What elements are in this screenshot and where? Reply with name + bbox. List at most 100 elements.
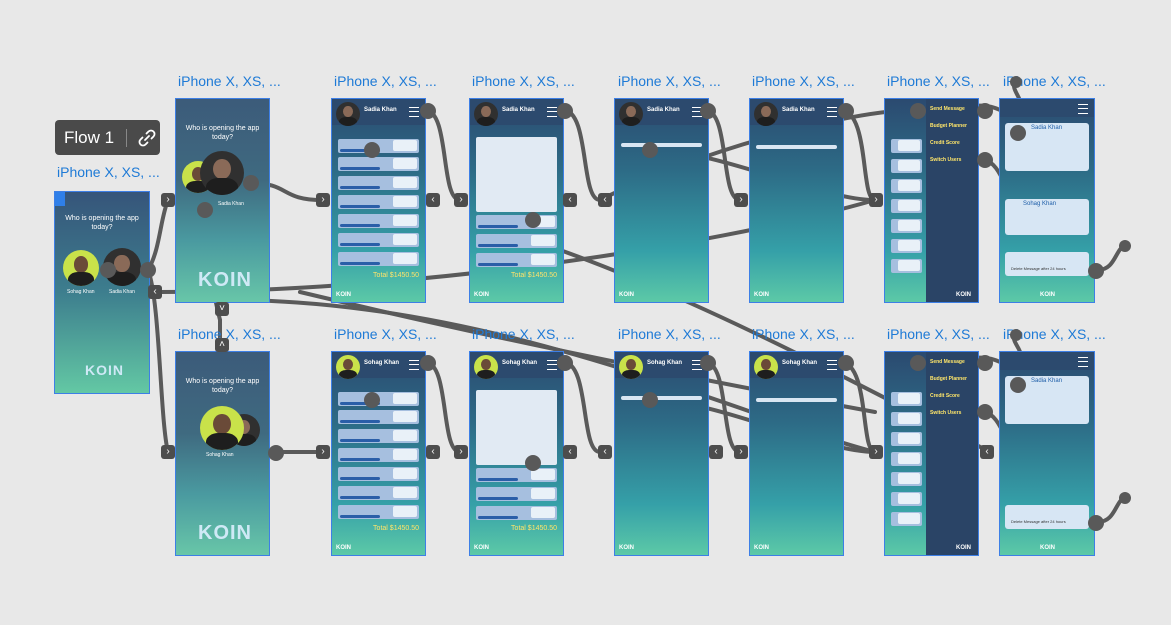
menu-item-credit-score[interactable]: Credit Score: [930, 140, 960, 146]
artboard-title[interactable]: iPhone X, XS, ...: [472, 326, 575, 342]
hotspot-handle[interactable]: [910, 103, 926, 119]
hotspot-handle[interactable]: [1010, 329, 1022, 341]
artboard-title[interactable]: iPhone X, XS, ...: [618, 326, 721, 342]
connector-chevron[interactable]: ˅: [215, 302, 229, 316]
hotspot-handle[interactable]: [525, 212, 541, 228]
artboard-credit-bottom[interactable]: Sohag Khan KOIN: [749, 351, 844, 556]
menu-item-budget-planner[interactable]: Budget Planner: [930, 123, 967, 129]
hotspot-handle[interactable]: [557, 103, 573, 119]
hotspot-handle[interactable]: [364, 392, 380, 408]
connector-chevron[interactable]: ‹: [980, 445, 994, 459]
hotspot-handle[interactable]: [1010, 76, 1022, 88]
avatar[interactable]: [336, 102, 360, 126]
avatar[interactable]: [200, 406, 244, 450]
connector-chevron[interactable]: ›: [734, 445, 748, 459]
artboard-title[interactable]: iPhone X, XS, ...: [1003, 73, 1106, 89]
hotspot-handle[interactable]: [977, 404, 993, 420]
menu-icon[interactable]: [827, 107, 837, 117]
hotspot-handle[interactable]: [268, 445, 284, 461]
connector-chevron[interactable]: ˄: [215, 338, 229, 352]
connector-chevron[interactable]: ›: [454, 445, 468, 459]
avatar[interactable]: [619, 102, 643, 126]
hotspot-handle[interactable]: [243, 175, 259, 191]
artboard-title[interactable]: iPhone X, XS, ...: [887, 326, 990, 342]
menu-item-switch-users[interactable]: Switch Users: [930, 157, 962, 163]
artboard-title[interactable]: iPhone X, XS, ...: [178, 73, 281, 89]
artboard-edit-bottom[interactable]: Sohag Khan Total $1450.50 KOIN: [469, 351, 564, 556]
artboard-menu-top[interactable]: Send Message Budget Planner Credit Score…: [884, 98, 979, 303]
hotspot-handle[interactable]: [1119, 240, 1131, 252]
menu-icon[interactable]: [547, 360, 557, 370]
artboard-title[interactable]: iPhone X, XS, ...: [752, 326, 855, 342]
artboard-select-top[interactable]: Who is opening the app today? Sadia Khan…: [175, 98, 270, 303]
hotspot-handle[interactable]: [977, 355, 993, 371]
hotspot-handle[interactable]: [642, 392, 658, 408]
menu-icon[interactable]: [692, 360, 702, 370]
avatar[interactable]: [336, 355, 360, 379]
hotspot-handle[interactable]: [1088, 263, 1104, 279]
menu-item-switch-users[interactable]: Switch Users: [930, 410, 962, 416]
connector-chevron[interactable]: ‹: [598, 193, 612, 207]
hotspot-handle[interactable]: [420, 355, 436, 371]
artboard-title[interactable]: iPhone X, XS, ...: [334, 73, 437, 89]
avatar[interactable]: [619, 355, 643, 379]
score-slider[interactable]: [756, 398, 837, 402]
connector-chevron[interactable]: ›: [869, 445, 883, 459]
hotspot-handle[interactable]: [700, 355, 716, 371]
menu-item-budget-planner[interactable]: Budget Planner: [930, 376, 967, 382]
chat-input[interactable]: Delete Message after 24 hours: [1005, 505, 1089, 529]
connector-chevron[interactable]: ›: [454, 193, 468, 207]
hotspot-handle[interactable]: [140, 262, 156, 278]
hotspot-handle[interactable]: [1088, 515, 1104, 531]
flow-chip[interactable]: Flow 1: [55, 120, 160, 155]
artboard-budget-bottom[interactable]: Sohag Khan KOIN: [614, 351, 709, 556]
hotspot-handle[interactable]: [910, 355, 926, 371]
artboard-budget-top[interactable]: Sadia Khan KOIN: [614, 98, 709, 303]
connector-chevron[interactable]: ‹: [709, 445, 723, 459]
artboard-select-bottom[interactable]: Who is opening the app today? Sohag Khan…: [175, 351, 270, 556]
connector-chevron[interactable]: ›: [869, 193, 883, 207]
link-icon[interactable]: [137, 128, 157, 148]
hotspot-handle[interactable]: [420, 103, 436, 119]
hotspot-handle[interactable]: [838, 103, 854, 119]
hotspot-handle[interactable]: [642, 142, 658, 158]
artboard-chat-top[interactable]: Sadia Khan Sohag Khan Delete Message aft…: [999, 98, 1095, 303]
avatar[interactable]: [474, 102, 498, 126]
menu-icon[interactable]: [692, 107, 702, 117]
menu-item-send-message[interactable]: Send Message: [930, 359, 965, 365]
expense-list[interactable]: [476, 390, 557, 465]
hotspot-handle[interactable]: [1119, 492, 1131, 504]
expense-list[interactable]: [476, 137, 557, 212]
budget-slider[interactable]: [621, 143, 702, 147]
hotspot-handle[interactable]: [700, 103, 716, 119]
artboard-title[interactable]: iPhone X, XS, ...: [752, 73, 855, 89]
artboard-credit-top[interactable]: Sadia Khan KOIN: [749, 98, 844, 303]
artboard-title[interactable]: iPhone X, XS, ...: [472, 73, 575, 89]
menu-icon[interactable]: [1078, 357, 1088, 367]
artboard-edit-top[interactable]: Sadia Khan Total $1450.50 KOIN: [469, 98, 564, 303]
artboard-title[interactable]: iPhone X, XS, ...: [334, 326, 437, 342]
menu-icon[interactable]: [827, 360, 837, 370]
budget-slider[interactable]: [621, 396, 702, 400]
connector-chevron[interactable]: ›: [734, 193, 748, 207]
connector-chevron[interactable]: ‹: [148, 285, 162, 299]
menu-item-credit-score[interactable]: Credit Score: [930, 393, 960, 399]
avatar[interactable]: [754, 355, 778, 379]
artboard-dashboard-top[interactable]: Sadia Khan Total $1450.50 KOIN: [331, 98, 426, 303]
connector-chevron[interactable]: ‹: [598, 445, 612, 459]
avatar[interactable]: [200, 151, 244, 195]
connector-chevron[interactable]: ›: [316, 445, 330, 459]
hotspot-handle[interactable]: [197, 202, 213, 218]
hotspot-handle[interactable]: [1010, 125, 1026, 141]
hotspot-handle[interactable]: [977, 103, 993, 119]
connector-chevron[interactable]: ›: [161, 445, 175, 459]
connector-chevron[interactable]: ›: [161, 193, 175, 207]
avatar[interactable]: [474, 355, 498, 379]
artboard-title[interactable]: iPhone X, XS, ...: [887, 73, 990, 89]
artboard-title[interactable]: iPhone X, XS, ...: [57, 164, 160, 180]
artboard-title[interactable]: iPhone X, XS, ...: [618, 73, 721, 89]
connector-chevron[interactable]: ‹: [426, 193, 440, 207]
connector-chevron[interactable]: ‹: [563, 193, 577, 207]
hotspot-handle[interactable]: [525, 455, 541, 471]
avatar[interactable]: [63, 250, 99, 286]
